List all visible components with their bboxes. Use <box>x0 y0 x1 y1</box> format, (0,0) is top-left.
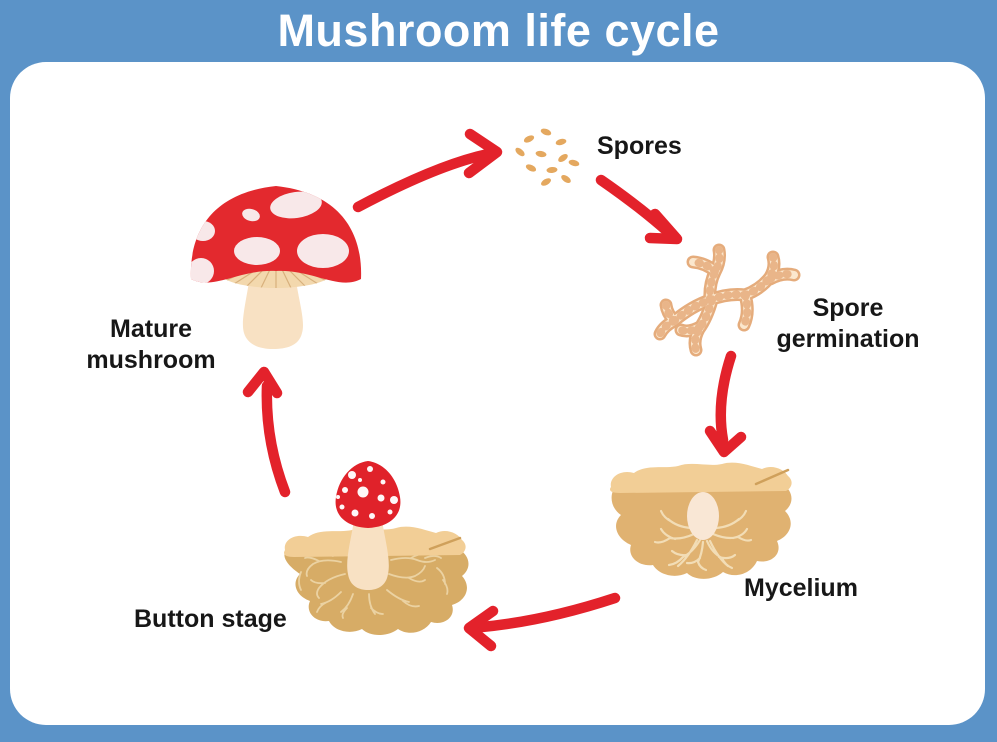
spore-dot <box>540 128 552 136</box>
spore-dot <box>561 175 571 183</box>
spore-dot <box>558 154 568 162</box>
arrowhead <box>704 425 747 458</box>
spore-dot <box>525 164 537 172</box>
diagram-panel <box>10 62 985 725</box>
mycelium-soil-top <box>610 462 792 493</box>
spore-dot <box>555 138 567 146</box>
arrow-button-to-mature <box>242 366 291 498</box>
arrowhead <box>463 128 503 179</box>
arrow-mycelium-to-button <box>463 592 621 652</box>
hyphae-segments <box>656 246 798 354</box>
label-mycelium: Mycelium <box>744 574 858 602</box>
arrowhead <box>644 208 683 245</box>
cycle-arrows <box>242 128 747 652</box>
arrow-germination-to-mycelium <box>704 350 747 458</box>
spore-dot <box>568 159 580 167</box>
arrow-mature-to-spores <box>352 128 503 213</box>
spores-illustration <box>515 128 580 186</box>
mycelium-illustration <box>610 462 792 579</box>
mycelium-threads <box>653 509 753 572</box>
button-cap-dots <box>336 466 398 519</box>
spore-dot <box>515 147 525 157</box>
spore-dot <box>541 178 551 186</box>
spore-germination-illustration <box>653 243 801 357</box>
label-spores: Spores <box>597 132 682 160</box>
button-soil-slit <box>428 536 462 551</box>
arrowhead <box>463 605 499 652</box>
arrow-spores-to-germination <box>595 174 683 245</box>
arrowhead <box>242 366 283 399</box>
spore-dot <box>546 166 558 174</box>
mature-mushroom-illustration <box>190 186 362 349</box>
button-stem <box>347 520 389 590</box>
mycelium-egg <box>687 492 719 540</box>
header-bar: Mushroom life cycle <box>0 0 997 62</box>
button-stage-illustration <box>284 461 469 635</box>
label-mature-mushroom: Mature mushroom <box>86 315 216 374</box>
label-spore-germination: Spore germination <box>776 294 920 353</box>
label-button-stage: Button stage <box>134 605 287 633</box>
spore-dot <box>523 135 535 143</box>
spore-dot <box>535 150 547 158</box>
button-soil-threads <box>298 552 449 619</box>
mycelium-soil-slit <box>754 468 790 486</box>
page-title: Mushroom life cycle <box>277 5 720 56</box>
